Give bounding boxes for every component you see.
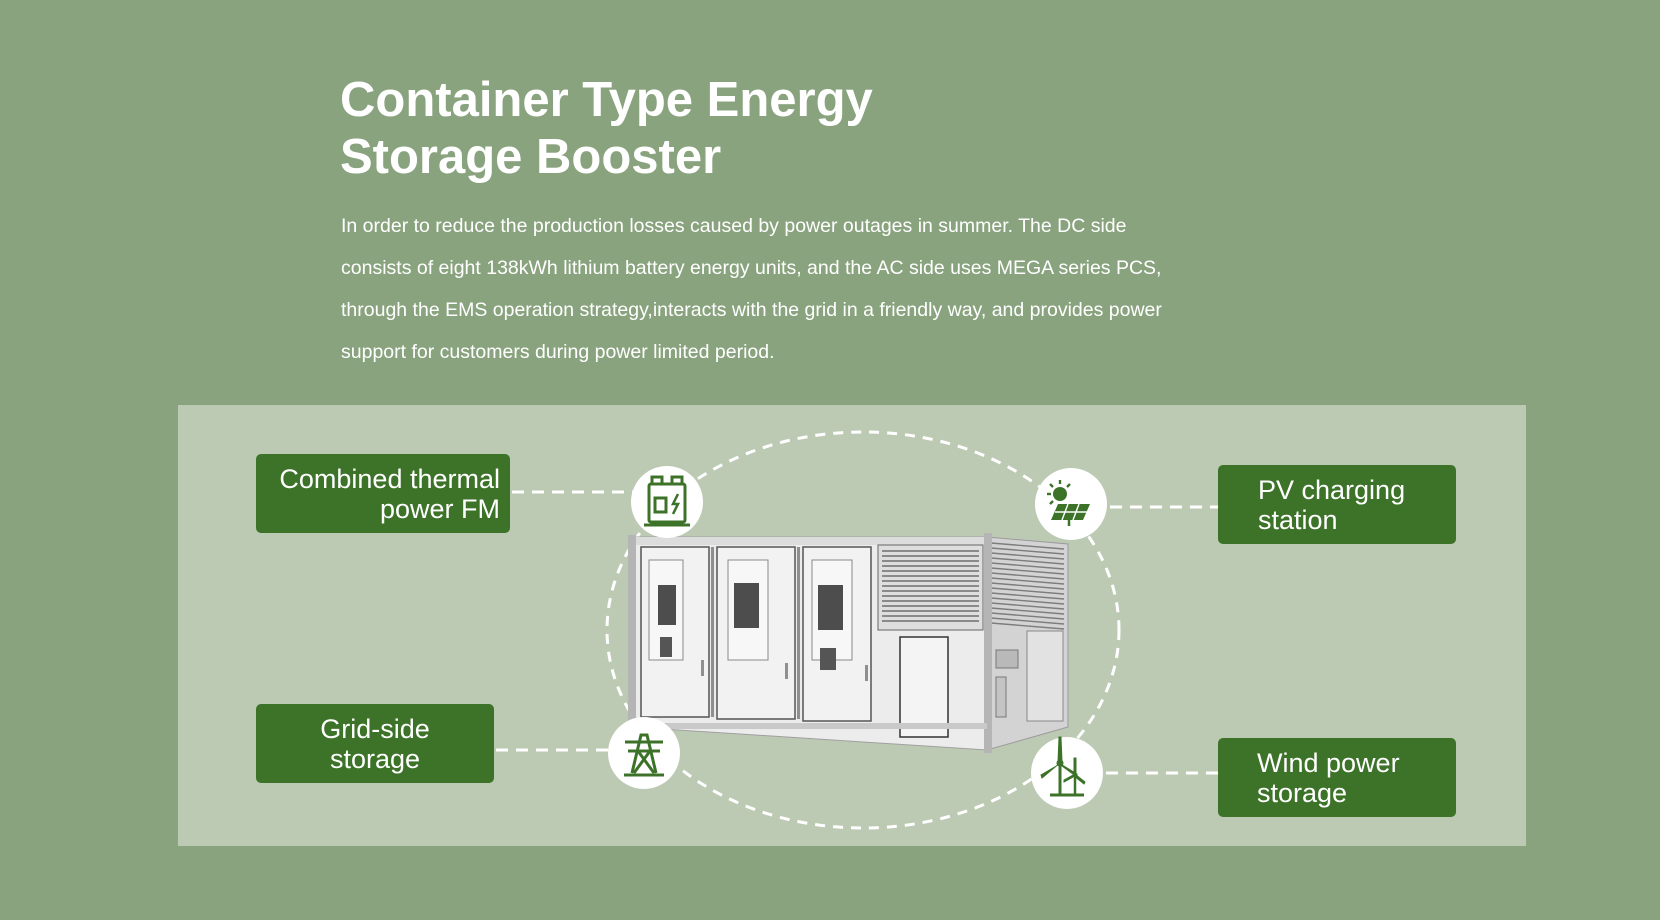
wind-label-line-1: Wind power — [1257, 747, 1400, 778]
wind-label-line-2: storage — [1257, 777, 1348, 808]
thermal-label-line-2: power FM — [379, 493, 500, 524]
title-line-2: Storage Booster — [340, 130, 722, 184]
description-line-3: through the EMS operation strategy,inter… — [341, 299, 1162, 321]
dashed-orbit-ring — [605, 430, 1121, 830]
grid-label-line-1: Grid-side — [320, 713, 430, 744]
title-line-1: Container Type Energy — [340, 73, 873, 127]
scenario-label-grid-side-storage: Grid-side storage — [256, 704, 494, 783]
page-title: Container Type Energy Storage Booster — [340, 72, 1040, 186]
grid-label-line-2: storage — [329, 743, 421, 774]
thermal-power-plant-icon — [631, 466, 703, 538]
container-illustration — [628, 533, 1069, 753]
application-diagram-panel: Combined thermal power FM Grid-side stor… — [178, 405, 1526, 846]
description-line-2: consists of eight 138kWh lithium battery… — [341, 257, 1162, 279]
pv-label-line-2: station — [1258, 504, 1338, 535]
scenario-label-thermal-power-fm: Combined thermal power FM — [256, 454, 510, 533]
application-diagram — [496, 430, 1218, 830]
transmission-tower-icon — [608, 717, 680, 789]
pv-label-line-1: PV charging — [1258, 474, 1406, 505]
description-line-1: In order to reduce the production losses… — [341, 215, 1127, 237]
thermal-label-line-1: Combined thermal — [279, 463, 500, 494]
solar-panel-icon — [1035, 468, 1107, 540]
product-description: In order to reduce the production losses… — [341, 205, 1271, 373]
scenario-label-wind-power-storage: Wind power storage — [1218, 738, 1456, 817]
scenario-label-pv-charging-station: PV charging station — [1218, 465, 1456, 544]
description-line-4: support for customers during power limit… — [341, 341, 775, 363]
wind-turbine-icon — [1031, 736, 1103, 809]
